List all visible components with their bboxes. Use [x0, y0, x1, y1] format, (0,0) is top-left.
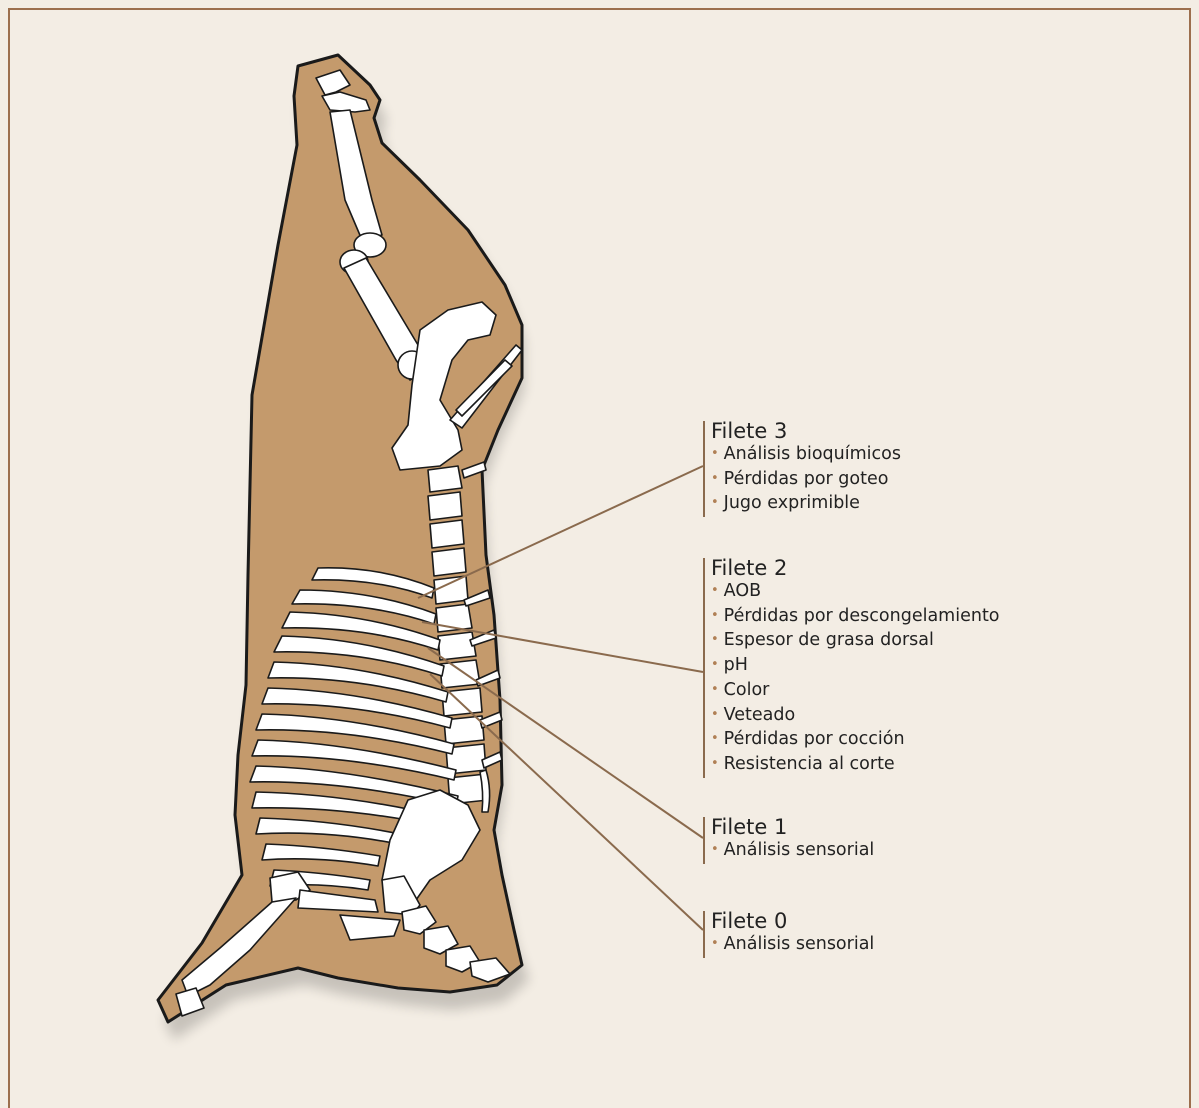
- group-items: •Análisis sensorial: [711, 933, 874, 958]
- group-filete-3: Filete 3 •Análisis bioquímicos •Pérdidas…: [703, 421, 901, 517]
- group-title: Filete 3: [711, 419, 901, 443]
- group-items: •Análisis bioquímicos •Pérdidas por gote…: [711, 443, 901, 517]
- bullet-icon: •: [711, 936, 719, 951]
- list-item: •Análisis bioquímicos: [711, 443, 901, 468]
- list-item: •Jugo exprimible: [711, 492, 901, 517]
- group-items: •Análisis sensorial: [711, 839, 874, 864]
- bullet-icon: •: [711, 471, 719, 486]
- list-item: •Pérdidas por cocción: [711, 728, 1000, 753]
- bullet-icon: •: [711, 756, 719, 771]
- list-item: •pH: [711, 654, 1000, 679]
- list-item: •Espesor de grasa dorsal: [711, 629, 1000, 654]
- bullet-icon: •: [711, 632, 719, 647]
- list-item: •Análisis sensorial: [711, 933, 874, 958]
- list-item: •Veteado: [711, 704, 1000, 729]
- group-items: •AOB •Pérdidas por descongelamiento •Esp…: [711, 580, 1000, 778]
- bullet-icon: •: [711, 608, 719, 623]
- group-filete-2: Filete 2 •AOB •Pérdidas por descongelami…: [703, 558, 1000, 778]
- bullet-icon: •: [711, 731, 719, 746]
- list-item: •AOB: [711, 580, 1000, 605]
- group-title: Filete 0: [711, 909, 874, 933]
- list-item: •Color: [711, 679, 1000, 704]
- bullet-icon: •: [711, 707, 719, 722]
- bullet-icon: •: [711, 682, 719, 697]
- list-item: •Pérdidas por descongelamiento: [711, 605, 1000, 630]
- group-title: Filete 1: [711, 815, 874, 839]
- list-item: •Resistencia al corte: [711, 753, 1000, 778]
- bullet-icon: •: [711, 495, 719, 510]
- bullet-icon: •: [711, 446, 719, 461]
- bullet-icon: •: [711, 842, 719, 857]
- group-title: Filete 2: [711, 556, 1000, 580]
- bullet-icon: •: [711, 657, 719, 672]
- group-filete-1: Filete 1 •Análisis sensorial: [703, 817, 874, 864]
- list-item: •Pérdidas por goteo: [711, 468, 901, 493]
- list-item: •Análisis sensorial: [711, 839, 874, 864]
- bullet-icon: •: [711, 583, 719, 598]
- group-filete-0: Filete 0 •Análisis sensorial: [703, 911, 874, 958]
